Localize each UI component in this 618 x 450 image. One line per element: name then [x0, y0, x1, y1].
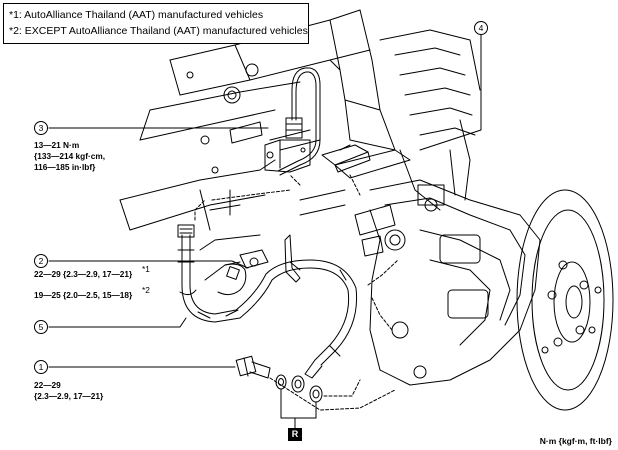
torque-item3-line1: 13—21 N·m	[34, 140, 80, 150]
leader-lines	[48, 33, 482, 368]
disc-rotor	[516, 189, 614, 411]
callout-2: 2	[34, 254, 48, 268]
hose-bracket	[321, 144, 371, 173]
torque-item3-line3: 116—185 in·lbf}	[34, 162, 96, 172]
dashed-guides	[194, 174, 399, 411]
strut-assembly	[334, 29, 481, 212]
hose-clip	[226, 234, 301, 283]
callout-1: 1	[34, 360, 48, 374]
vehicle-notes-box: *1: AutoAlliance Thailand (AAT) manufact…	[3, 3, 309, 44]
torque-item1-line1: 22—29	[34, 380, 61, 390]
note-except-aat: *2: EXCEPT AutoAlliance Thailand (AAT) m…	[9, 25, 308, 37]
flare-bolt	[235, 355, 271, 379]
torque-item2-except-aat-mark: *2	[142, 285, 150, 295]
torque-item1-line2: {2.3—2.9, 17—21}	[34, 391, 104, 401]
frame-structure	[119, 9, 396, 231]
r-bracket-line	[280, 388, 317, 419]
copper-washers	[275, 374, 323, 403]
union-fitting	[264, 117, 311, 173]
torque-item3-line2: {133—214 kgf·cm,	[34, 151, 106, 161]
brake-pipe	[277, 67, 321, 176]
brake-hose	[177, 224, 358, 379]
callout-5: 5	[34, 320, 48, 334]
brake-caliper	[354, 179, 541, 386]
torque-item2-aat: 22—29 {2.3—2.9, 17—21}	[34, 269, 133, 279]
torque-item2-except-aat: 19—25 {2.0—2.5, 15—18}	[34, 290, 133, 300]
callout-3: 3	[34, 121, 48, 135]
callout-4: 4	[474, 21, 488, 35]
r-marker: R	[288, 428, 302, 441]
note-aat: *1: AutoAlliance Thailand (AAT) manufact…	[9, 9, 264, 21]
torque-item2-aat-mark: *1	[142, 264, 150, 274]
torque-units-legend: N·m {kgf·m, ft·lbf}	[539, 436, 612, 446]
lower-arm	[199, 189, 346, 296]
